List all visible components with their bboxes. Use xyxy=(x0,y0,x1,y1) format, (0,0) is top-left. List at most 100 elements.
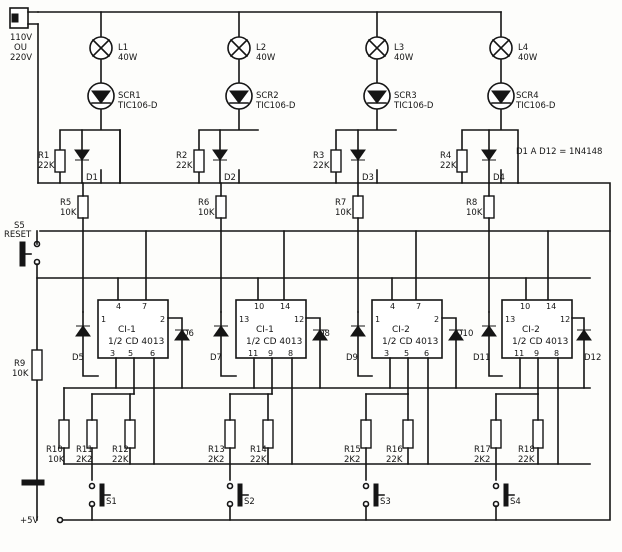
r5-ref: R5 xyxy=(60,198,71,208)
ic3-pin-b3: 6 xyxy=(424,349,429,358)
d3-diode-icon xyxy=(350,149,366,161)
d1-diode-icon xyxy=(74,149,90,161)
r18-ref: R18 xyxy=(518,445,535,455)
d1-ref: D1 xyxy=(86,173,98,183)
ic4-pin-b1: 11 xyxy=(514,349,524,358)
r7-ref: R7 xyxy=(335,198,346,208)
scr1-ref: SCR1 xyxy=(118,91,141,101)
ic2-part: 1/2 CD 4013 xyxy=(246,337,302,347)
ic3-pin-tr: 7 xyxy=(416,302,421,311)
ic-block-4 xyxy=(501,299,573,359)
ic3-pin-tl: 4 xyxy=(390,302,395,311)
r1-resistor xyxy=(54,149,66,173)
ground-symbol xyxy=(21,479,45,486)
scr2-part: TIC106-D xyxy=(255,101,296,111)
r1-ref: R1 xyxy=(38,151,49,161)
mains-voltage-line2: OU xyxy=(14,43,27,53)
d6-ref: D6 xyxy=(182,329,194,339)
ic2-pin-b1: 11 xyxy=(248,349,258,358)
r9-ref: R9 xyxy=(14,359,25,369)
r9-value: 10K xyxy=(12,369,29,379)
ic-block-2 xyxy=(235,299,307,359)
ic2-pin-b2: 9 xyxy=(268,349,273,358)
ic3-pin-r: 2 xyxy=(434,315,439,324)
lamp-l2-ref: L2 xyxy=(256,43,266,53)
d4-ref: D4 xyxy=(493,173,505,183)
r5-resistor xyxy=(77,195,89,219)
right-return-rail xyxy=(59,182,611,521)
supply-label: +5V xyxy=(20,516,39,526)
r4-value: 22K xyxy=(440,161,457,171)
d7-ref: D7 xyxy=(210,353,222,363)
ic4-pin-l: 13 xyxy=(505,315,515,324)
r8-ref: R8 xyxy=(466,198,477,208)
r10-value: 10K xyxy=(48,455,65,465)
r11-ref: R11 xyxy=(76,445,93,455)
ic-block-1 xyxy=(97,299,169,359)
r2-value: 22K xyxy=(176,161,193,171)
r4-resistor xyxy=(456,149,468,173)
lamp-l1-rating: 40W xyxy=(118,53,138,63)
bottom-resistors xyxy=(58,393,544,481)
lamp-l4-ref: L4 xyxy=(518,43,528,53)
r5-value: 10K xyxy=(60,208,77,218)
r13-value: 2K2 xyxy=(208,455,224,465)
r7-resistor xyxy=(352,195,364,219)
lamp-l3-rating: 40W xyxy=(394,53,414,63)
scr3-part: TIC106-D xyxy=(393,101,434,111)
ic2-pin-tr: 14 xyxy=(280,302,290,311)
lamp-l4-rating: 40W xyxy=(518,53,538,63)
mains-plug xyxy=(9,7,39,29)
d5-ref: D5 xyxy=(72,353,84,363)
r16-value: 22K xyxy=(386,455,403,465)
d2-diode-icon xyxy=(212,149,228,161)
ic4-pin-tr: 14 xyxy=(546,302,556,311)
push-switches xyxy=(88,482,515,521)
scr4-ref: SCR4 xyxy=(516,91,539,101)
r12-value: 22K xyxy=(112,455,129,465)
channel-4 xyxy=(456,11,519,313)
s1-ref: S1 xyxy=(106,497,117,507)
ic3-pin-l: 1 xyxy=(375,315,380,324)
ic4-pin-b2: 9 xyxy=(534,349,539,358)
r2-resistor xyxy=(193,149,205,173)
r1-value: 22K xyxy=(38,161,55,171)
r14-ref: R14 xyxy=(250,445,267,455)
scr2-ref: SCR2 xyxy=(256,91,279,101)
r18-value: 22K xyxy=(518,455,535,465)
diode-note: D1 A D12 = 1N4148 xyxy=(516,147,602,157)
s5-ref: S5 xyxy=(14,221,25,231)
d3-ref: D3 xyxy=(362,173,374,183)
scr4-part: TIC106-D xyxy=(515,101,556,111)
r14-value: 22K xyxy=(250,455,267,465)
ic3-pin-b2: 5 xyxy=(404,349,409,358)
d12-ref: D12 xyxy=(584,353,601,363)
s4-ref: S4 xyxy=(510,497,521,507)
ic4-part: 1/2 CD 4013 xyxy=(512,337,568,347)
ic3-pin-b1: 3 xyxy=(384,349,389,358)
r8-value: 10K xyxy=(466,208,483,218)
d4-diode-icon xyxy=(481,149,497,161)
mains-voltage-line1: 110V xyxy=(10,33,32,43)
reset-diodes xyxy=(167,317,592,389)
scr3-ref: SCR3 xyxy=(394,91,417,101)
r16-ref: R16 xyxy=(386,445,403,455)
r17-value: 2K2 xyxy=(474,455,490,465)
ic1-pin-b3: 6 xyxy=(150,349,155,358)
ic1-pin-tl: 4 xyxy=(116,302,121,311)
r17-ref: R17 xyxy=(474,445,491,455)
d2-ref: D2 xyxy=(224,173,236,183)
channel-1 xyxy=(54,11,121,313)
input-diodes xyxy=(75,311,503,377)
d8-ref: D8 xyxy=(318,329,330,339)
r10-ref: R10 xyxy=(46,445,63,455)
r12-ref: R12 xyxy=(112,445,129,455)
ic2-pin-b3: 8 xyxy=(288,349,293,358)
lamp-l3-ref: L3 xyxy=(394,43,404,53)
ic2-pin-r: 12 xyxy=(294,315,304,324)
r15-value: 2K2 xyxy=(344,455,360,465)
r3-resistor xyxy=(330,149,342,173)
ic4-pin-tl: 10 xyxy=(520,302,530,311)
ic1-pin-tr: 7 xyxy=(142,302,147,311)
ic4-pin-b3: 8 xyxy=(554,349,559,358)
